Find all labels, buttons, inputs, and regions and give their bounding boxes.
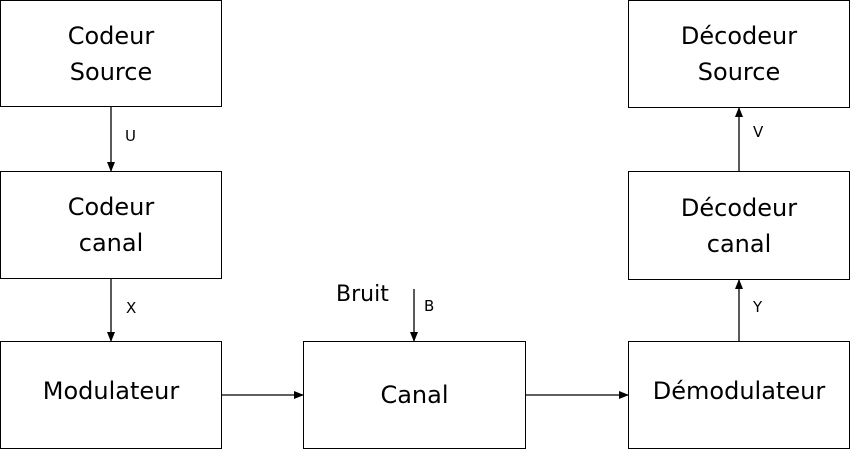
signal-b-label: B	[424, 297, 435, 315]
signal-u-label: U	[125, 127, 136, 145]
signal-x-label: X	[126, 299, 137, 317]
modulateur-block: Modulateur	[0, 341, 222, 449]
canal-label: Canal	[380, 381, 449, 409]
noise-source-label: Bruit	[336, 282, 389, 307]
codeur-source-line-2: Source	[69, 57, 153, 86]
decodeur-source-block: Décodeur Source	[628, 0, 850, 108]
demodulateur-label: Démodulateur	[652, 377, 826, 405]
canal-block: Canal	[303, 341, 526, 449]
decodeur-source-line-2: Source	[697, 58, 781, 86]
codeur-canal-line-2: canal	[78, 229, 144, 257]
decodeur-source-line-1: Décodeur	[680, 22, 798, 50]
demodulateur-block: Démodulateur	[628, 341, 850, 449]
decodeur-canal-line-2: canal	[706, 229, 772, 258]
decodeur-canal-line-1: Décodeur	[680, 193, 798, 222]
codeur-canal-line-1: Codeur	[67, 193, 155, 221]
codeur-source-block: Codeur Source	[0, 0, 222, 107]
modulateur-label: Modulateur	[42, 377, 180, 405]
signal-v-label: V	[753, 123, 764, 141]
codeur-canal-block: Codeur canal	[0, 171, 222, 279]
signal-y-label: Y	[753, 298, 763, 316]
decodeur-canal-block: Décodeur canal	[628, 171, 850, 280]
codeur-source-line-1: Codeur	[67, 21, 155, 50]
